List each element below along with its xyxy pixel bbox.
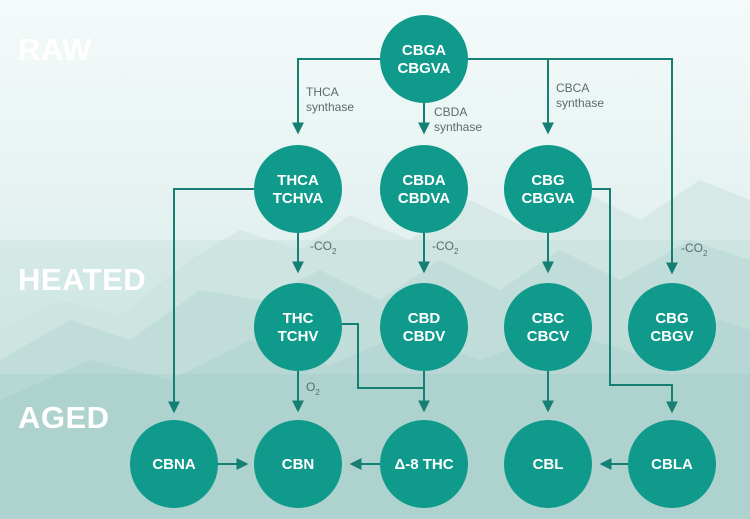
heated-band bbox=[0, 240, 750, 374]
label-co2-cbg: -CO2 bbox=[681, 241, 708, 258]
node-d8thc: Δ-8 THC bbox=[380, 420, 468, 508]
node-label: CBNA bbox=[152, 456, 195, 473]
edge-thc-to-d8thc bbox=[340, 323, 430, 413]
node-label: Δ-8 THC bbox=[394, 456, 453, 473]
node-circle bbox=[130, 420, 218, 508]
edge-cbg1-to-cbla bbox=[592, 188, 678, 414]
node-circle bbox=[504, 283, 592, 371]
node-circle bbox=[254, 145, 342, 233]
node-circle bbox=[628, 420, 716, 508]
node-circle bbox=[628, 283, 716, 371]
band-label-raw: RAW bbox=[18, 32, 92, 67]
node-circle bbox=[380, 15, 468, 103]
node-circle bbox=[380, 145, 468, 233]
node-circle bbox=[380, 283, 468, 371]
node-circle bbox=[380, 420, 468, 508]
label-cbda-synthase: CBDA synthase bbox=[434, 105, 482, 134]
node-cbla: CBLA bbox=[628, 420, 716, 508]
label-o2-thc: O2 bbox=[306, 380, 320, 397]
node-label: CBL bbox=[533, 456, 564, 473]
node-circle bbox=[254, 283, 342, 371]
edge-cbga-to-cbg2 bbox=[548, 58, 678, 275]
band-label-aged: AGED bbox=[18, 400, 110, 435]
label-co2-cbda: -CO2 bbox=[432, 239, 459, 256]
node-cbl: CBL bbox=[504, 420, 592, 508]
node-label: CBLA bbox=[651, 456, 693, 473]
node-circle bbox=[504, 145, 592, 233]
label-co2-thca: -CO2 bbox=[310, 239, 337, 256]
label-thca-synthase: THCA synthase bbox=[306, 85, 354, 114]
edge-thca-to-cbna bbox=[168, 188, 256, 414]
node-circle bbox=[504, 420, 592, 508]
label-cbca-synthase: CBCA synthase bbox=[556, 81, 604, 110]
node-label: CBN bbox=[282, 456, 315, 473]
node-circle bbox=[254, 420, 342, 508]
node-cbna: CBNA bbox=[130, 420, 218, 508]
aged-band bbox=[0, 374, 750, 519]
band-label-heated: HEATED bbox=[18, 262, 147, 297]
edge-cbga-to-thca bbox=[292, 58, 380, 135]
node-cbn: CBN bbox=[254, 420, 342, 508]
